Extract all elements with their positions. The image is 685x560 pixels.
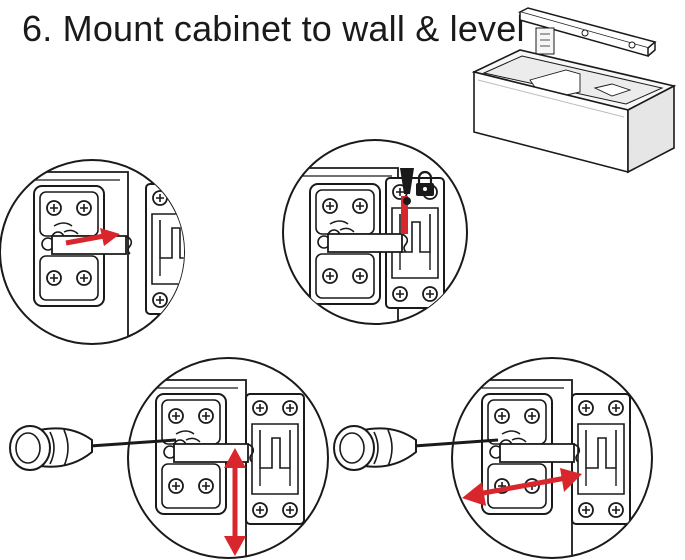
cabinet-with-level-icon — [471, 7, 677, 174]
step-title: 6. Mount cabinet to wall & level — [22, 8, 525, 49]
vertical-adjust-arrow — [224, 448, 246, 556]
screwdriver — [9, 425, 177, 471]
screwdriver-horizontal-adjust-icon — [333, 357, 653, 559]
screwdriver-vertical-adjust-icon — [9, 357, 329, 559]
screwdriver — [333, 425, 499, 471]
exclamation-icon — [400, 168, 414, 205]
hinge-lock-icon — [282, 139, 468, 325]
horizontal-adjust-arrow — [462, 468, 582, 506]
padlock-icon — [416, 170, 434, 196]
hinge-slide-in-icon — [0, 159, 185, 345]
